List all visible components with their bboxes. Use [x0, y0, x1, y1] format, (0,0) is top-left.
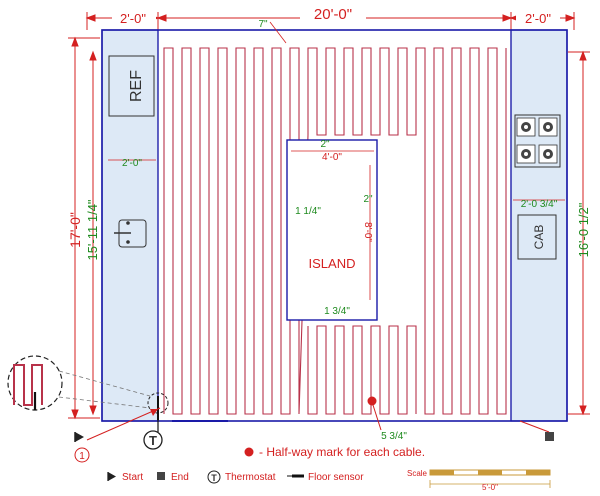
legend: Start End T Thermostat Floor sensor	[107, 470, 364, 484]
island-clearance-bottom-label: 1 3/4"	[324, 306, 350, 317]
heated-depth-left-label: 15'-11 1/4"	[85, 199, 100, 260]
right-counter-depth-label: 2'-0 3/4"	[521, 199, 558, 210]
left-dimension-lines	[68, 36, 100, 420]
refrigerator-label: REF	[128, 70, 145, 102]
half-way-mark	[367, 396, 377, 406]
floor-sensor-icon	[147, 392, 169, 432]
room-depth-label: 17'-0"	[67, 212, 83, 248]
island-width-label: 4'-0"	[322, 152, 342, 163]
left-counter-width-label: 2'-0"	[120, 11, 146, 26]
cabinet-label: CAB	[532, 225, 546, 250]
scale-label: Scale	[407, 469, 428, 478]
refrigerator	[108, 55, 155, 117]
legend-end-label: End	[171, 472, 189, 483]
half-way-note: - Half-way mark for each cable.	[259, 445, 425, 459]
scale-length-label: 5'-0"	[482, 483, 498, 492]
island-clearance-right-label: 2"	[363, 194, 373, 205]
legend-floor-sensor-label: Floor sensor	[308, 472, 364, 483]
cable-detail-callout	[7, 355, 151, 411]
legend-thermostat-symbol: T	[211, 473, 217, 483]
left-counter-depth-label: 2'-0"	[122, 158, 142, 169]
start-number-label: 1	[79, 451, 85, 462]
island-clearance-top-label: 2"	[320, 139, 330, 150]
heated-depth-right-label: 16'-0 1/2"	[576, 202, 591, 257]
scale-bar: Scale 5'-0"	[407, 469, 551, 492]
end-marker-icon	[545, 432, 554, 441]
thermostat-marker: T	[143, 430, 163, 450]
heating-cable-below-island	[307, 325, 417, 415]
thermostat-marker-label: T	[149, 433, 157, 448]
cabinet	[517, 214, 557, 260]
island-clearance-left-label: 1 1/4"	[295, 206, 321, 217]
right-dimension-lines	[568, 50, 590, 416]
sink-icon	[114, 219, 147, 248]
cooktop-icon	[514, 114, 561, 168]
start-number-marker: 1	[74, 447, 90, 463]
legend-start-label: Start	[122, 472, 143, 483]
island-label: ISLAND	[309, 256, 356, 271]
note-dot-icon	[244, 447, 254, 457]
island-length-label: 8'-0"	[362, 222, 373, 242]
edge-offset-top-label: 7"	[258, 19, 268, 30]
end-offset-label: 5 3/4"	[381, 431, 407, 442]
room-width-label: 20'-0"	[314, 6, 352, 23]
heating-cable	[163, 47, 507, 415]
right-counter-width-label: 2'-0"	[525, 11, 551, 26]
legend-thermostat-label: Thermostat	[225, 472, 276, 483]
room-wall	[101, 29, 568, 422]
island	[286, 139, 378, 321]
start-marker-icon	[74, 432, 84, 442]
